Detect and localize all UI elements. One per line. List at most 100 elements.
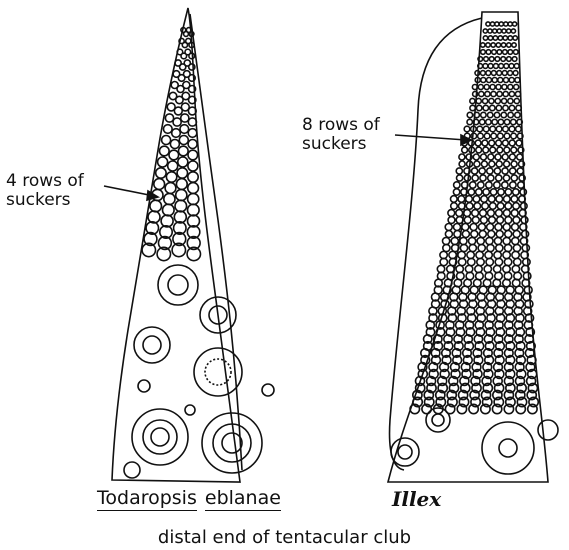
illex-small-sucker bbox=[503, 126, 509, 132]
todaropsis-small-sucker bbox=[188, 140, 197, 149]
todaropsis-small-sucker bbox=[188, 172, 198, 182]
illex-small-sucker bbox=[493, 36, 497, 40]
illex-small-sucker bbox=[480, 210, 487, 217]
illex-small-sucker bbox=[476, 251, 483, 258]
illex-small-sucker bbox=[489, 161, 495, 167]
illex-small-sucker bbox=[512, 57, 517, 62]
illex-small-sucker bbox=[495, 224, 502, 231]
illex-small-sucker bbox=[464, 126, 470, 132]
illex-label-line-1: 8 rows of bbox=[302, 116, 380, 135]
illex-small-sucker bbox=[504, 161, 510, 167]
todaropsis-small-sucker bbox=[172, 129, 181, 138]
illex-small-sucker bbox=[516, 140, 522, 146]
illex-small-sucker bbox=[514, 98, 519, 103]
illex-small-sucker bbox=[496, 231, 503, 238]
illex-small-sucker bbox=[479, 168, 485, 174]
illex-small-sucker bbox=[505, 244, 512, 251]
illex-small-sucker bbox=[502, 71, 507, 76]
illex-small-sucker bbox=[503, 140, 509, 146]
illex-small-sucker bbox=[503, 105, 508, 110]
illex-small-sucker bbox=[472, 210, 479, 217]
todaropsis-label-line-2: suckers bbox=[6, 191, 84, 210]
illex-small-sucker bbox=[512, 237, 519, 244]
illex-small-sucker bbox=[486, 71, 491, 76]
illex-small-sucker bbox=[472, 175, 478, 181]
illex-small-sucker bbox=[493, 29, 497, 33]
illex-small-sucker bbox=[508, 22, 512, 26]
illex-small-sucker bbox=[470, 98, 475, 103]
illex-small-sucker bbox=[478, 182, 484, 188]
illex-small-sucker bbox=[456, 168, 462, 174]
illex-small-sucker bbox=[470, 224, 477, 231]
illex-small-sucker bbox=[510, 182, 516, 188]
illex-small-sucker bbox=[498, 78, 503, 83]
illex-small-sucker bbox=[464, 210, 471, 217]
illex-small-sucker bbox=[508, 112, 513, 117]
todaropsis-small-sucker bbox=[179, 146, 189, 156]
illex-small-sucker bbox=[471, 231, 478, 238]
illex-small-suckers bbox=[410, 22, 538, 414]
illex-small-sucker bbox=[488, 154, 494, 160]
illex-small-sucker bbox=[480, 119, 485, 124]
illex-small-sucker bbox=[481, 154, 487, 160]
illex-small-sucker bbox=[497, 50, 502, 55]
illex-small-sucker bbox=[504, 196, 511, 203]
illex-small-sucker bbox=[494, 182, 500, 188]
illex-small-sucker bbox=[514, 64, 519, 69]
illex-small-sucker bbox=[484, 57, 489, 62]
illex-small-sucker bbox=[491, 91, 496, 96]
todaropsis-small-sucker bbox=[169, 150, 179, 160]
illex-small-sucker bbox=[503, 50, 508, 55]
illex-small-sucker bbox=[504, 133, 510, 139]
illex-small-sucker bbox=[466, 196, 473, 203]
illex-small-sucker bbox=[505, 217, 512, 224]
illex-small-sucker bbox=[488, 196, 495, 203]
todaropsis-club-drawing bbox=[112, 8, 274, 482]
illex-small-sucker bbox=[478, 224, 485, 231]
illex-small-sucker bbox=[445, 231, 452, 238]
illex-small-sucker bbox=[494, 237, 501, 244]
illex-small-sucker bbox=[473, 196, 480, 203]
illex-small-sucker bbox=[501, 57, 506, 62]
illex-small-sucker bbox=[483, 36, 487, 40]
illex-small-sucker bbox=[490, 105, 495, 110]
illex-small-sucker bbox=[496, 244, 503, 251]
illex-small-sucker bbox=[511, 210, 518, 217]
todaropsis-small-sucker bbox=[173, 118, 181, 126]
illex-small-sucker bbox=[486, 119, 491, 124]
todaropsis-small-sucker bbox=[188, 129, 197, 138]
illex-small-sucker bbox=[502, 98, 507, 103]
todaropsis-small-sucker bbox=[188, 193, 199, 204]
illex-small-sucker bbox=[454, 182, 460, 188]
illex-small-sucker bbox=[478, 57, 483, 62]
illex-small-sucker bbox=[484, 133, 490, 139]
illex-small-sucker bbox=[509, 78, 514, 83]
illex-small-sucker bbox=[457, 175, 463, 181]
illex-small-sucker bbox=[511, 161, 517, 167]
illex-small-sucker bbox=[513, 231, 520, 238]
illex-small-sucker bbox=[494, 251, 501, 258]
todaropsis-small-sucker bbox=[175, 200, 187, 212]
illex-small-sucker bbox=[483, 29, 487, 33]
illex-small-sucker bbox=[483, 189, 489, 195]
illex-small-sucker bbox=[481, 78, 486, 83]
illex-small-sucker bbox=[515, 112, 520, 117]
illex-small-sucker bbox=[516, 126, 522, 132]
illex-small-sucker bbox=[492, 50, 497, 55]
illex-small-sucker bbox=[485, 251, 492, 258]
illex-small-sucker bbox=[490, 22, 494, 26]
todaropsis-label-line-1: 4 rows of bbox=[6, 172, 84, 191]
illex-small-sucker bbox=[473, 154, 479, 160]
illex-small-sucker bbox=[509, 105, 514, 110]
illex-small-sucker bbox=[504, 258, 511, 265]
illex-small-sucker bbox=[495, 154, 501, 160]
illex-small-sucker bbox=[503, 224, 510, 231]
todaropsis-small-sucker bbox=[154, 179, 165, 190]
todaropsis-caption-species: eblanae bbox=[205, 487, 281, 511]
illex-small-sucker bbox=[473, 91, 478, 96]
illex-small-sucker bbox=[489, 57, 494, 62]
illex-small-sucker bbox=[470, 182, 476, 188]
illex-small-sucker bbox=[489, 98, 494, 103]
figure-footer-caption: distal end of tentacular club bbox=[0, 527, 569, 548]
illex-small-sucker bbox=[496, 161, 502, 167]
